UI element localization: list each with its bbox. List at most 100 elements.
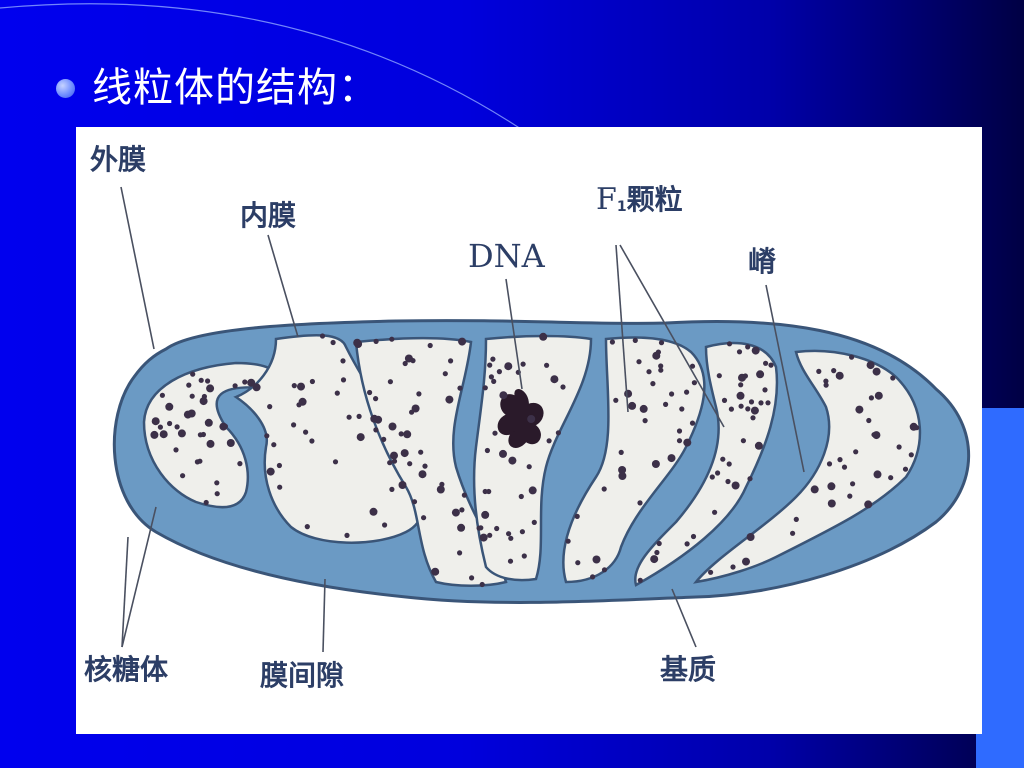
leader-cristae [765,284,805,473]
particle-dot [427,342,433,349]
particle-dot [592,555,601,564]
particle-dot [736,349,743,355]
particle-dot [728,406,735,412]
particle-dot [742,373,749,379]
particle-dot [526,464,532,470]
particle-dot [855,405,864,414]
particle-dot [872,367,881,376]
particle-dot [656,540,662,547]
matrix-region-3 [354,337,508,587]
particle-dot [204,418,213,427]
label-ribosome: 核糖体 [84,653,169,686]
particle-dot [222,423,228,429]
leader-inner-membrane [267,234,299,338]
dna-loop [497,389,544,448]
particle-dot [628,401,637,410]
particle-dot [387,379,393,385]
particle-dot [690,533,697,540]
particle-dot [469,575,475,581]
particle-dot [197,432,203,438]
particle-dot [850,481,856,487]
matrix-region-2 [233,334,426,544]
particle-dot [400,449,409,458]
particle-dot [689,420,696,426]
particle-dot [387,460,393,466]
particle-dot [340,358,346,364]
particle-dot [205,378,211,384]
particle-dot [763,360,769,366]
particle-dot [639,404,648,413]
particle-dot [871,432,877,438]
particle-dot [232,383,238,389]
particle-dot [709,474,715,480]
label-matrix: 基质 [660,653,717,686]
particle-dot [389,336,395,342]
particle-dot [618,472,627,480]
leader-f1-a [615,244,629,413]
particle-dot [482,385,488,391]
particle-dot [457,385,463,391]
particle-dot [422,463,428,469]
particle-dot [457,523,466,532]
particle-dot [544,362,550,368]
particle-dot [479,533,488,542]
label-f1-sub: 1 [616,199,627,215]
particle-dot [663,401,669,407]
particle-dot [651,460,660,468]
particle-dot [309,438,315,444]
particle-dot [431,567,440,576]
particle-dot [490,356,496,362]
particle-dot [684,389,690,395]
particle-dot [731,481,740,490]
particle-dot [866,417,872,424]
particle-dot [725,478,731,485]
particle-dot [508,456,517,465]
decorative-corner-block [976,408,1024,768]
leader-dna [505,278,523,390]
particle-dot [266,467,275,476]
particle-dot [398,431,404,437]
particle-dot [478,525,484,531]
slide-title: 线粒体的结构： [92,65,379,111]
particle-dot [658,367,664,373]
particle-dot [618,449,624,455]
particle-dot [214,480,220,486]
particle-dot [296,402,302,408]
particle-dot [864,500,873,509]
leader-ribosome-a [121,536,129,648]
matrix-region-7 [692,349,922,584]
particle-dot [902,466,909,472]
particle-dot [411,499,418,505]
particle-dot [823,382,829,388]
particle-dot [810,485,819,494]
leader-intermembrane [322,578,326,653]
particle-dot [151,417,160,426]
particle-dot [492,430,498,436]
particle-dot [381,436,387,442]
particle-dot [373,396,379,402]
particle-dot [445,395,454,404]
particle-dot [555,430,561,436]
particle-dot [742,557,750,566]
particle-dot [528,486,537,495]
particle-dot [436,485,445,494]
particle-dot [334,390,340,396]
particle-dot [756,370,765,379]
particle-dot [689,363,696,369]
particle-dot [356,413,362,419]
particle-dot [159,392,165,398]
particle-dot [565,538,571,544]
particle-dot [793,516,799,522]
particle-dot [167,420,173,427]
particle-dot [745,406,751,412]
particle-dot [654,549,660,556]
particle-dot [165,402,174,411]
particle-dot [691,380,698,386]
particle-dot [457,550,463,556]
particle-dot [411,404,420,413]
particle-dot [372,416,379,422]
particle-dot [726,341,733,347]
particle-dot [684,541,690,547]
leader-matrix [671,588,697,648]
particle-dot [367,389,373,396]
